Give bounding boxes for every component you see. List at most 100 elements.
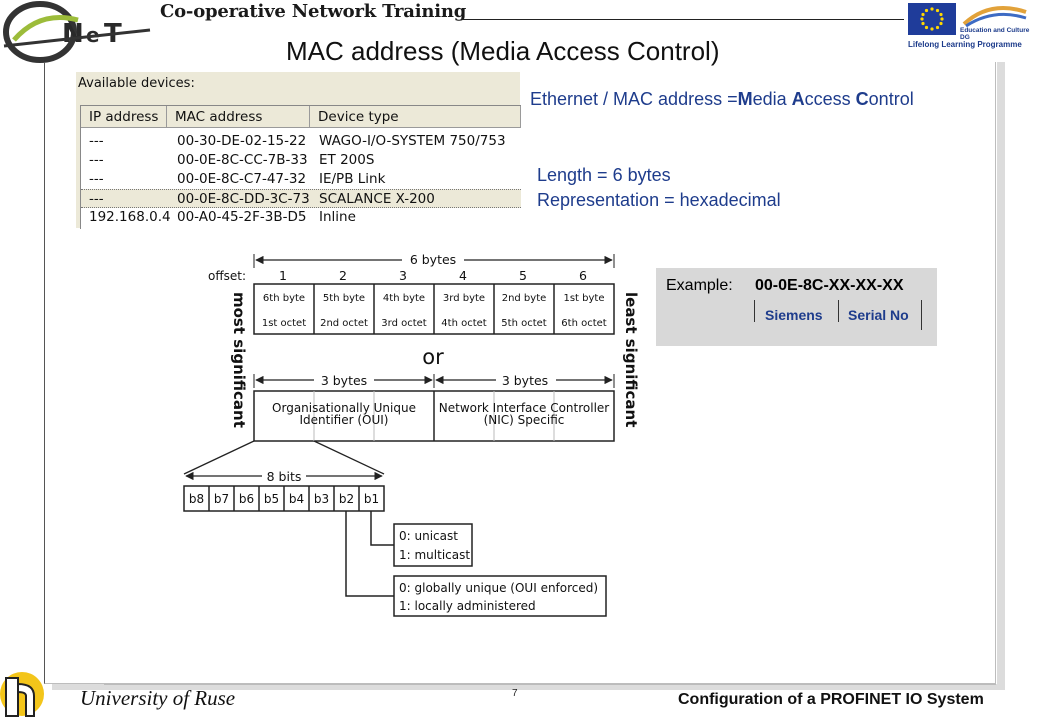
slide-frame	[44, 62, 996, 684]
least-significant-label: least significant	[622, 292, 640, 427]
example-serial-part: Serial No	[848, 307, 909, 323]
llp-text: Lifelong Learning Programme	[908, 40, 1022, 49]
byte-name: 4th byte	[383, 293, 425, 304]
byte-name: 6th byte	[263, 293, 305, 304]
offset-number: 3	[399, 268, 407, 283]
octet-name: 3rd octet	[381, 318, 427, 329]
offset-number: 2	[339, 268, 347, 283]
row-mac: 00-A0-45-2F-3B-D5	[177, 209, 307, 225]
oui-label: Organisationally Unique	[272, 401, 416, 415]
nic-label: Network Interface Controller	[439, 401, 610, 415]
footer-course: Configuration of a PROFINET IO System	[678, 691, 984, 709]
footer-course-prefix: Configuration of a	[678, 691, 821, 708]
example-label: Example:	[666, 277, 733, 294]
locally-administered-label: 1: locally administered	[399, 599, 536, 613]
octet-name: 2nd octet	[320, 318, 368, 329]
col-header-mac[interactable]: MAC address	[167, 106, 310, 128]
eu-dg-text: Education and Culture DG	[960, 27, 1030, 41]
svg-text:N: N	[62, 19, 84, 49]
example-vendor-part: Siemens	[765, 307, 823, 323]
example-separator	[921, 300, 922, 330]
b2-connector	[345, 511, 394, 597]
education-culture-logo	[962, 6, 1027, 28]
bit-label: b4	[289, 492, 304, 506]
six-bytes-label: 6 bytes	[410, 252, 456, 267]
table-row[interactable]: --- 00-0E-8C-CC-7B-33 ET 200S	[81, 151, 521, 170]
row-type: IE/PB Link	[319, 171, 386, 187]
three-bytes-label: 3 bytes	[502, 373, 548, 388]
table-row-selected[interactable]: --- 00-0E-8C-DD-3C-73 SCALANCE X-200	[81, 189, 521, 208]
footer-rule	[104, 684, 996, 685]
most-significant-label: most significant	[230, 292, 248, 428]
byte-name: 2nd byte	[502, 293, 547, 304]
row-type: SCALANCE X-200	[319, 191, 435, 207]
row-mac: 00-30-DE-02-15-22	[177, 133, 307, 149]
b1-meaning-box	[393, 523, 473, 567]
university-logo	[0, 672, 44, 717]
example-separator	[838, 300, 839, 322]
bit-label: b2	[339, 492, 354, 506]
slide-title: MAC address (Media Access Control)	[286, 36, 720, 66]
byte-name: 1st byte	[563, 293, 604, 304]
offset-number: 6	[579, 268, 587, 283]
devices-table: IP address MAC address Device type --- 0…	[80, 105, 521, 229]
col-header-type[interactable]: Device type	[310, 106, 521, 128]
offset-number: 4	[459, 268, 467, 283]
footer-course-bold: PROFINET IO System	[820, 691, 984, 708]
unicast-label: 0: unicast	[399, 529, 458, 543]
row-mac: 00-0E-8C-C7-47-32	[177, 171, 307, 187]
eu-flag-icon	[908, 3, 956, 35]
byte-name: 5th byte	[323, 293, 365, 304]
acronym-a: A	[791, 89, 805, 109]
octet-name: 4th octet	[441, 318, 486, 329]
col-header-ip[interactable]: IP address	[81, 106, 167, 128]
frame-shadow	[997, 62, 1005, 684]
row-ip: ---	[89, 152, 104, 168]
row-type: ET 200S	[319, 152, 375, 168]
row-ip: ---	[89, 171, 104, 187]
row-type: WAGO-I/O-SYSTEM 750/753	[319, 133, 506, 149]
expand-line	[313, 440, 385, 475]
bit-label: b6	[239, 492, 254, 506]
length-text: Length = 6 bytes	[537, 165, 671, 185]
octet-name: 1st octet	[262, 318, 306, 329]
offset-label: offset:	[208, 269, 246, 283]
frame-shadow-bottom	[52, 684, 1005, 690]
ethernet-definition: Ethernet / MAC address =Media Access Con…	[530, 89, 914, 110]
example-box: Example: 00-0E-8C-XX-XX-XX Siemens Seria…	[656, 268, 937, 346]
available-devices-label: Available devices:	[78, 76, 195, 91]
b2-meaning-box	[393, 575, 607, 617]
byte-name: 3rd byte	[443, 293, 485, 304]
available-devices-panel: Available devices: IP address MAC addres…	[76, 72, 521, 229]
expand-line	[183, 440, 255, 475]
b1-connector	[370, 511, 394, 546]
nic-label-2: (NIC) Specific	[484, 413, 565, 427]
word-edia: edia	[752, 89, 792, 109]
footer-university: University of Ruse	[80, 686, 236, 710]
offset-number: 1	[279, 268, 287, 283]
row-ip: 192.168.0.4	[89, 209, 171, 225]
table-row[interactable]: 192.168.0.4 00-A0-45-2F-3B-D5 Inline	[81, 208, 521, 227]
header-title: Co-operative Network Training	[160, 1, 467, 22]
octet-name: 5th octet	[501, 318, 546, 329]
row-ip: ---	[89, 133, 104, 149]
acronym-c: C	[855, 89, 869, 109]
three-bytes-label: 3 bytes	[321, 373, 367, 388]
example-value: 00-0E-8C-XX-XX-XX	[755, 277, 904, 294]
mac-structure-diagram: 6 bytes offset: 1 2 3 4 5 6 6th byte 5th…	[183, 251, 640, 617]
word-ontrol: ontrol	[868, 89, 914, 109]
acronym-m: M	[737, 89, 753, 109]
row-ip: ---	[89, 191, 104, 207]
example-separator	[754, 300, 755, 322]
table-row[interactable]: --- 00-0E-8C-C7-47-32 IE/PB Link	[81, 170, 521, 189]
bit-label: b1	[364, 492, 379, 506]
bit-label: b7	[214, 492, 229, 506]
ethernet-prefix: Ethernet / MAC address =	[530, 89, 738, 109]
label-bg	[402, 251, 464, 267]
multicast-label: 1: multicast	[399, 548, 470, 562]
word-ccess: ccess	[804, 89, 856, 109]
row-mac: 00-0E-8C-CC-7B-33	[177, 152, 308, 168]
row-mac: 00-0E-8C-DD-3C-73	[177, 191, 310, 207]
header-rule	[462, 19, 904, 20]
table-row[interactable]: --- 00-30-DE-02-15-22 WAGO-I/O-SYSTEM 75…	[81, 132, 521, 151]
